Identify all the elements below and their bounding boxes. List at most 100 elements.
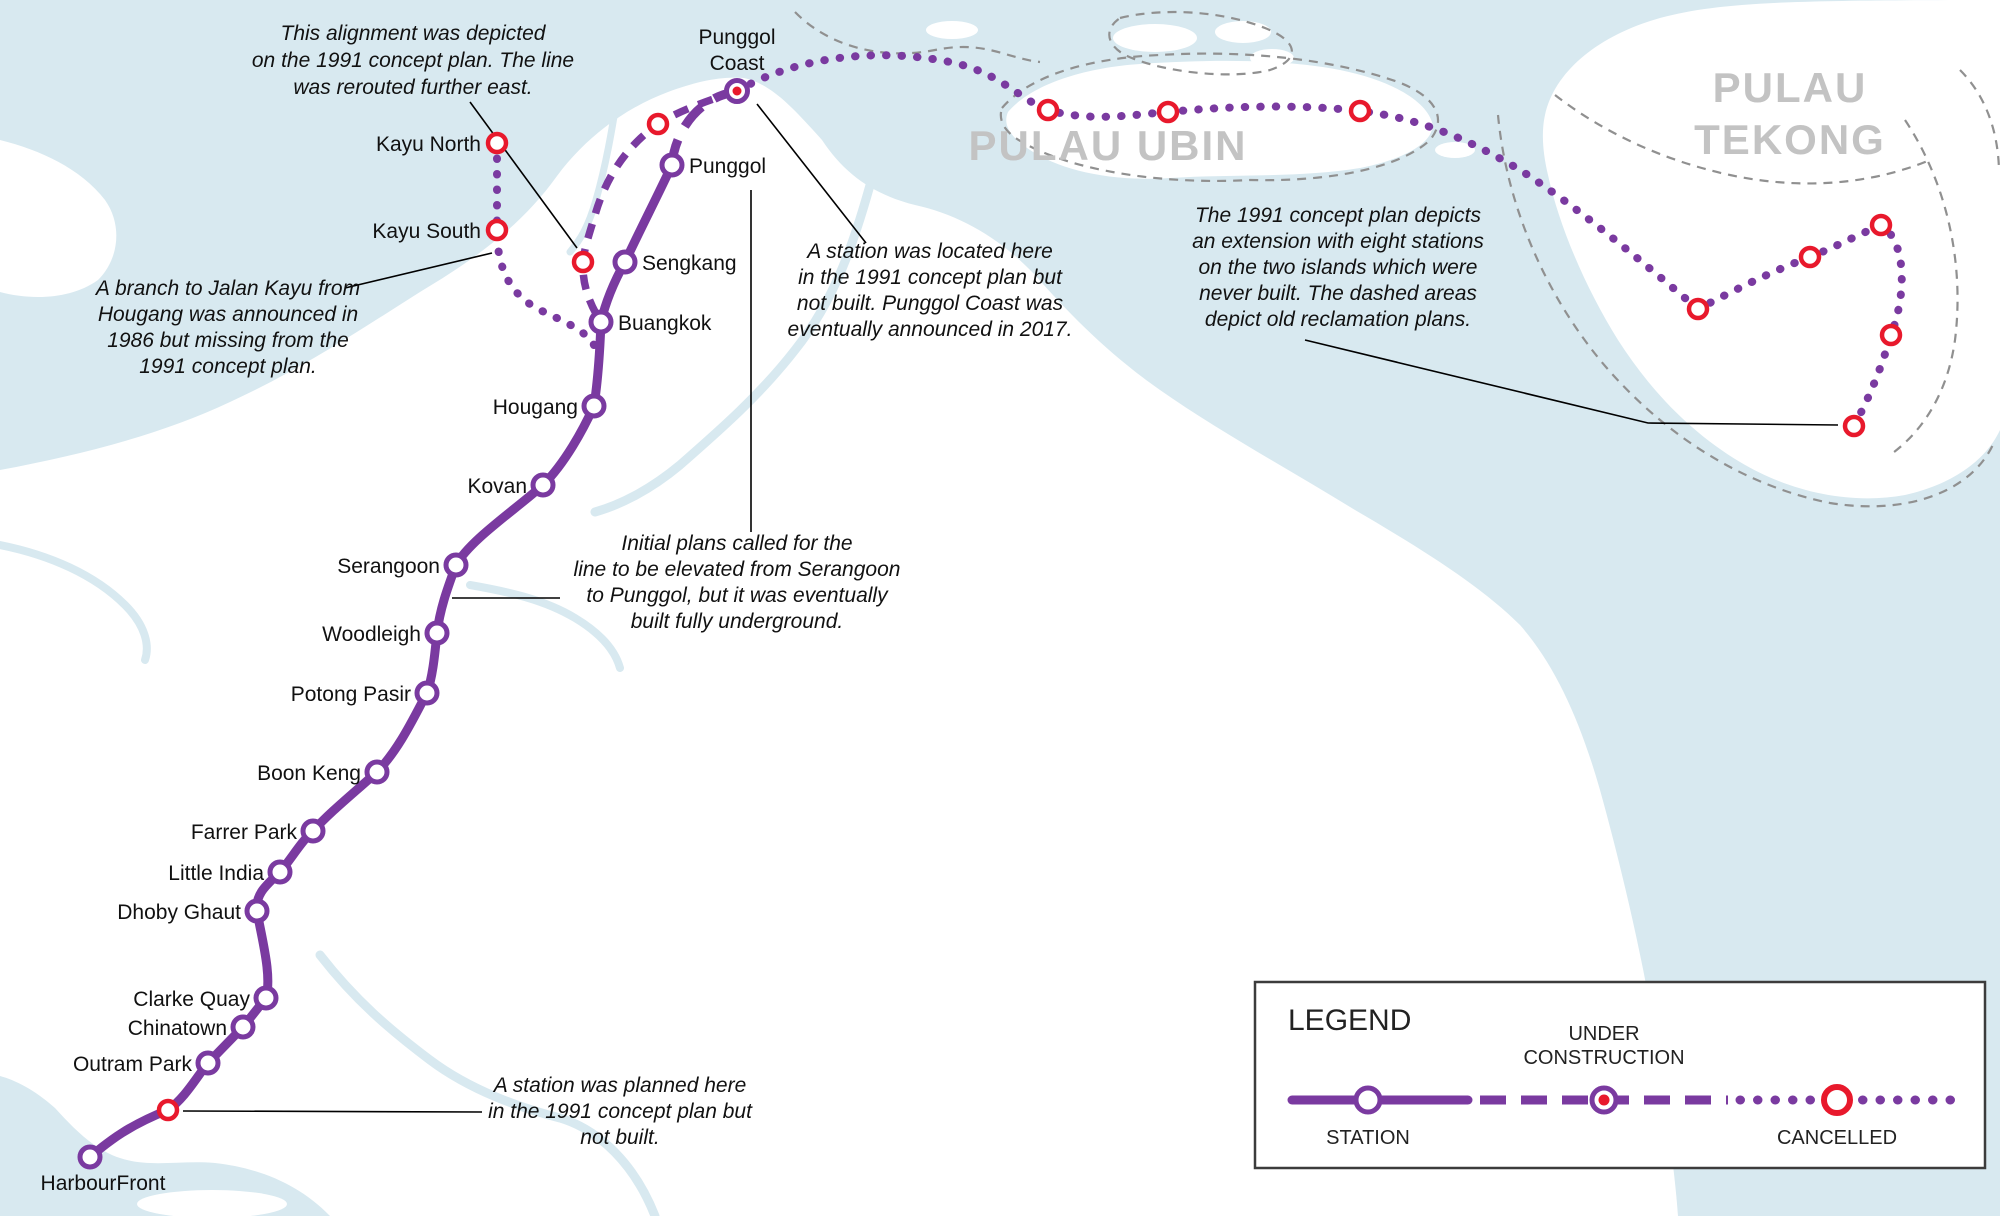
cancelled-station-cancelled-near-harbourfront: [156, 1098, 180, 1122]
station-clarke-quay: Clarke Quay: [133, 985, 279, 1011]
pulau-tekong-island: [1542, 0, 2000, 499]
station-little-india: Little India: [168, 859, 293, 885]
station-punggol: Punggol: [659, 152, 766, 178]
station-label: Hougang: [493, 396, 578, 419]
cancelled-station-kayu-north: Kayu North: [376, 131, 509, 156]
station-woodleigh: Woodleigh: [322, 620, 450, 646]
mainland-singapore: [0, 77, 1678, 1216]
station-marker: [530, 472, 556, 498]
station-marker: [364, 759, 390, 785]
station-label: Little India: [168, 862, 264, 885]
station-farrer-park: Farrer Park: [191, 818, 326, 844]
station-chinatown: Chinatown: [128, 1014, 256, 1040]
legend-station-marker: [1353, 1085, 1383, 1115]
station-marker: [300, 818, 326, 844]
station-boon-keng: Boon Keng: [257, 759, 390, 785]
station-label: Outram Park: [73, 1053, 193, 1076]
legend-box: [1253, 980, 1987, 1170]
legend: LEGEND UNDER CONSTRUCTION STATION CANCEL…: [1253, 980, 1987, 1170]
cancelled-station-cancelled-tekong-5: [1842, 414, 1866, 438]
station-label: Kovan: [467, 475, 527, 498]
cancelled-station-cancelled-tekong-4: [1879, 323, 1903, 347]
reclamation-outlines: [794, 10, 2000, 508]
callout-line-to-old-alignment: [469, 101, 578, 249]
station-label: Clarke Quay: [133, 988, 250, 1011]
cancelled-marker: [1348, 99, 1372, 123]
old-1991-alignment: [579, 87, 739, 325]
cancelled-station-cancelled-tekong-3: [1869, 213, 1893, 237]
cancelled-station-cancelled-ubin-1: [1036, 98, 1060, 122]
cancelled-station-cancelled-tekong-2: [1798, 245, 1822, 269]
station-harbourfront: HarbourFront: [41, 1144, 166, 1195]
cancelled-marker: [156, 1098, 180, 1122]
cancelled-marker: [1842, 414, 1866, 438]
cancelled-marker: [571, 250, 595, 274]
cancelled-marker: [646, 112, 670, 136]
station-marker: [267, 859, 293, 885]
cancelled-marker: [1156, 100, 1180, 124]
west-land: [0, 140, 117, 297]
station-label: Farrer Park: [191, 821, 298, 844]
station-marker: [414, 680, 440, 706]
station-marker: [443, 552, 469, 578]
legend-title: LEGEND: [1288, 1004, 1411, 1037]
station-marker: [195, 1050, 221, 1076]
station-marker: [612, 249, 638, 275]
station-kovan: Kovan: [467, 472, 556, 498]
station-label: Woodleigh: [322, 623, 421, 646]
legend-under-construction-label-line2: CONSTRUCTION: [1523, 1047, 1684, 1069]
cancelled-station-cancelled-old-alignment-north: [646, 112, 670, 136]
station-label: Potong Pasir: [291, 683, 411, 706]
cancelled-marker: [485, 218, 509, 242]
legend-station-label: STATION: [1326, 1127, 1410, 1149]
station-label: Boon Keng: [257, 762, 361, 785]
station-label: HarbourFront: [41, 1172, 166, 1195]
station-label: Punggol: [689, 155, 766, 178]
callout-line-to-tekong-terminus: [1304, 339, 1839, 426]
station-marker: [77, 1144, 103, 1170]
cancelled-station-kayu-south: Kayu South: [372, 218, 509, 243]
rivers: [0, 88, 877, 1216]
pulau-ubin-island: [1006, 60, 1433, 179]
legend-cancelled-label: CANCELLED: [1777, 1127, 1897, 1149]
station-buangkok: Buangkok: [588, 309, 712, 335]
station-marker: [244, 898, 270, 924]
cancelled-marker: [485, 131, 509, 155]
station-serangoon: Serangoon: [337, 552, 469, 578]
under-construction-dot: [732, 86, 742, 96]
cancelled-marker: [1036, 98, 1060, 122]
station-label: Chinatown: [128, 1017, 227, 1040]
cancelled-marker: [1798, 245, 1822, 269]
jalan-kayu-branch-line: [493, 139, 598, 349]
station-marker: [424, 620, 450, 646]
cancelled-station-cancelled-ubin-3: [1348, 99, 1372, 123]
station-sengkang: Sengkang: [612, 249, 737, 275]
legend-under-construction-dot: [1598, 1094, 1610, 1106]
station-label: Sengkang: [642, 252, 737, 275]
legend-cancelled-marker: [1821, 1084, 1853, 1116]
callouts-layer: [182, 101, 1839, 1113]
station-hougang: Hougang: [493, 393, 607, 419]
station-marker: [581, 393, 607, 419]
callout-line-to-kayu-branch: [344, 252, 493, 289]
station-marker: [230, 1014, 256, 1040]
station-dhoby-ghaut: Dhoby Ghaut: [117, 898, 270, 924]
station-label: Buangkok: [618, 312, 712, 335]
callout-line-to-cancelled-near-harbourfront: [182, 1110, 483, 1113]
cancelled-marker: [1879, 323, 1903, 347]
station-outram-park: Outram Park: [73, 1050, 221, 1076]
station-marker: [253, 985, 279, 1011]
